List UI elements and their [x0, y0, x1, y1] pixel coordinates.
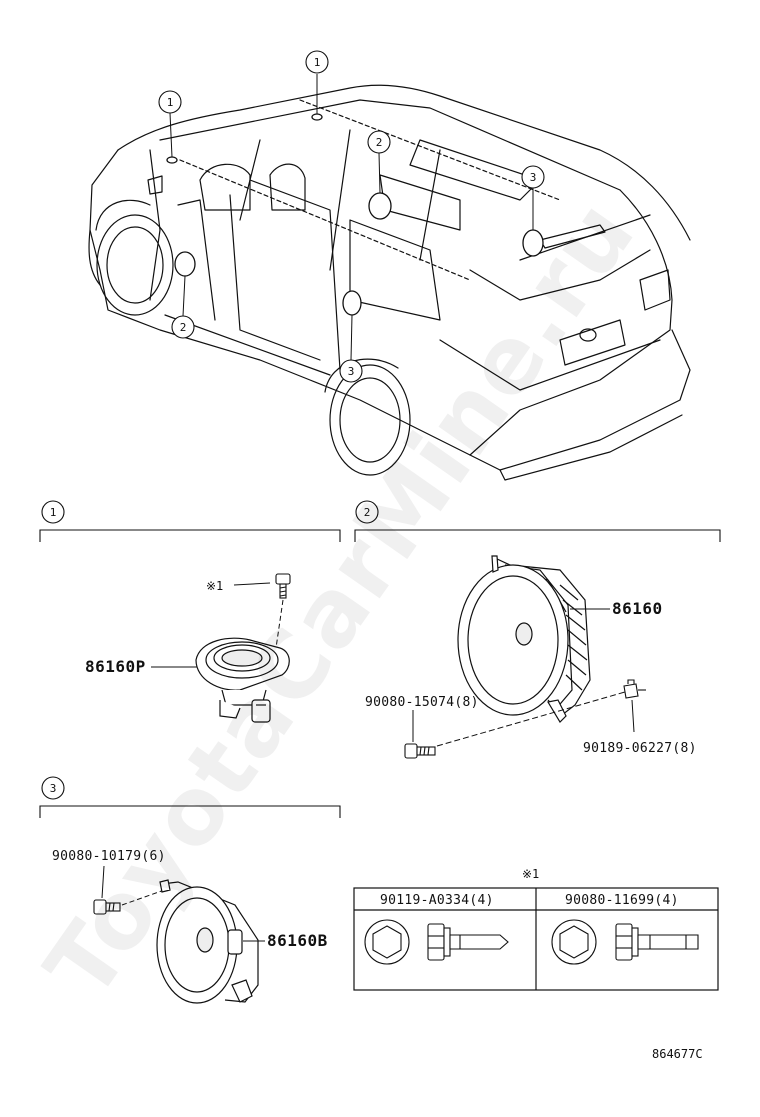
speaker-location-roof: [311, 113, 323, 121]
svg-text:1: 1: [50, 506, 57, 519]
front-speaker-bolt-part-number: 90080-15074(8): [365, 695, 479, 710]
front-speaker-86160-icon: [457, 555, 591, 723]
note-screw-b-icon: [551, 919, 699, 965]
section-3-rear-speaker: 3 90080-10179(6) 86160B: [39, 776, 341, 1004]
diagram-reference-code: 864677C: [652, 1047, 703, 1061]
note-table-mark: ※1: [522, 867, 539, 881]
front-speaker-part-number: 86160: [612, 599, 663, 618]
callout-1-roof: 1: [305, 50, 329, 74]
svg-text:2: 2: [376, 136, 383, 149]
front-speaker-nut-part-number: 90189-06227(8): [583, 741, 697, 756]
note-screw-a-part-number: 90119-A0334(4): [380, 893, 494, 908]
svg-text:2: 2: [180, 321, 187, 334]
callout-3-rear-right: 3: [339, 359, 363, 383]
speaker-location-dash: [166, 156, 178, 164]
front-speaker-bolt-icon: [404, 743, 436, 759]
section-1-callout: 1: [41, 500, 65, 524]
speaker-location-front-door: [174, 251, 196, 277]
callout-leaders: [169, 74, 534, 361]
front-speaker-nut-icon: [623, 679, 646, 699]
callout-2-slide-door: 2: [367, 130, 391, 154]
speaker-location-rear-right: [342, 290, 362, 316]
svg-text:2: 2: [364, 506, 371, 519]
speaker-locations: [166, 113, 544, 316]
section-2-callout: 2: [355, 500, 379, 524]
callout-3-rear-left: 3: [521, 165, 545, 189]
rear-speaker-screw-part-number: 90080-10179(6): [52, 849, 166, 864]
svg-text:1: 1: [167, 96, 174, 109]
svg-text:3: 3: [50, 782, 57, 795]
tweeter-part-number: 86160P: [85, 657, 146, 676]
callout-2-front-door: 2: [171, 315, 195, 339]
section-3-callout: 3: [41, 776, 65, 800]
vehicle-callouts: 1 1 2 3 2 3: [158, 50, 545, 383]
tweeter-screw-icon: [275, 573, 291, 599]
tweeter-screw-note: ※1: [206, 579, 223, 593]
rear-speaker-86160b-icon: [156, 879, 259, 1004]
tweeter-86160p-icon: [195, 637, 290, 723]
speaker-location-slide-door: [368, 192, 392, 220]
callout-1-dash: 1: [158, 90, 182, 114]
section-1-bracket: [39, 529, 341, 542]
rear-speaker-part-number: 86160B: [267, 931, 328, 950]
rear-speaker-screw-icon: [93, 899, 121, 915]
section-2-front-speaker: 2 86160 90189-06227(8): [354, 500, 721, 759]
svg-text:3: 3: [348, 365, 355, 378]
note-screw-a-icon: [364, 919, 509, 965]
note-table: ※1 90119-A0334(4) 90080-11699(4): [353, 867, 719, 991]
section-3-bracket: [39, 805, 341, 818]
section-2-bracket: [354, 529, 721, 542]
svg-text:1: 1: [314, 56, 321, 69]
svg-text:3: 3: [530, 171, 537, 184]
note-screw-b-part-number: 90080-11699(4): [565, 893, 679, 908]
section-1-tweeter: 1 ※1 86160P: [39, 500, 341, 723]
